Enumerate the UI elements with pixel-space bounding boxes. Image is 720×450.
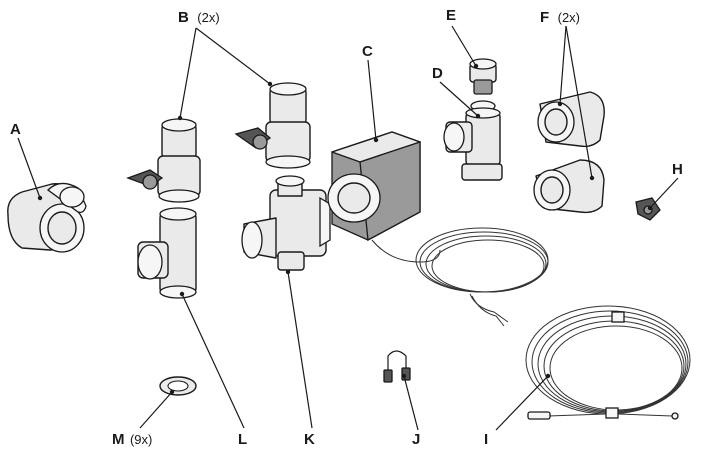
part-f-elbow-2 bbox=[533, 159, 605, 214]
part-l-tee bbox=[137, 207, 197, 299]
part-d-tee bbox=[443, 100, 503, 181]
label-m-qty: (9x) bbox=[130, 432, 152, 447]
label-i: I bbox=[484, 431, 488, 448]
part-b-valve-1 bbox=[126, 118, 201, 203]
part-i-sensor-cable bbox=[525, 305, 691, 420]
label-d: D bbox=[432, 65, 443, 82]
label-f: F (2x) bbox=[540, 9, 580, 26]
label-k: K bbox=[304, 431, 315, 448]
label-m-letter: M bbox=[112, 431, 125, 448]
label-h: H bbox=[672, 161, 683, 178]
label-c: C bbox=[362, 43, 373, 60]
label-f-qty: (2x) bbox=[558, 10, 580, 25]
label-b-letter: B bbox=[178, 9, 189, 26]
part-c-actuator bbox=[327, 131, 441, 263]
label-j: J bbox=[412, 431, 420, 448]
label-e: E bbox=[446, 7, 456, 24]
actuator-cable-coil bbox=[415, 227, 549, 327]
label-m: M (9x) bbox=[112, 431, 152, 448]
label-b-qty: (2x) bbox=[197, 10, 219, 25]
label-l: L bbox=[238, 431, 247, 448]
part-b-valve-2 bbox=[234, 82, 311, 169]
part-j-sensor-clip bbox=[383, 350, 411, 383]
label-b: B (2x) bbox=[178, 9, 220, 26]
part-e-adapter bbox=[469, 58, 497, 95]
part-k-three-way-valve bbox=[241, 175, 331, 271]
leader-lines bbox=[17, 25, 679, 431]
part-a-elbow bbox=[7, 182, 87, 253]
part-m-washer bbox=[159, 376, 197, 396]
label-a: A bbox=[10, 121, 21, 138]
part-f-elbow-1 bbox=[537, 91, 605, 148]
label-f-letter: F bbox=[540, 9, 549, 26]
